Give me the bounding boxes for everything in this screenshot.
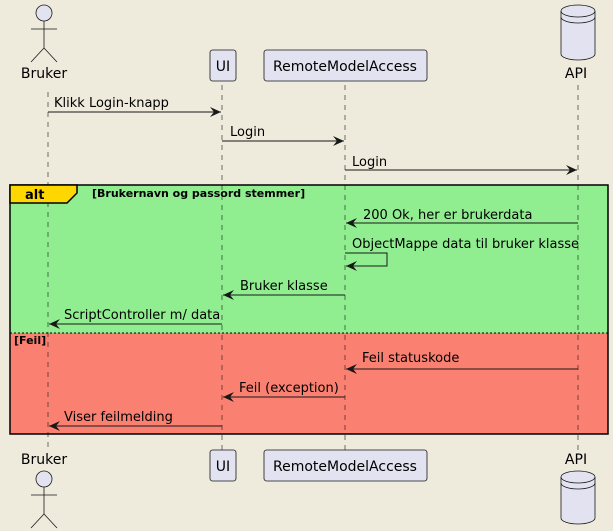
participant-api-top: API: [560, 4, 596, 82]
message-label: Feil (exception): [239, 381, 339, 396]
message-label: Login: [230, 125, 265, 140]
self-message-arrow: [345, 252, 388, 271]
participant-remote-top: RemoteModelAccess: [263, 49, 428, 82]
participant-box-ui-bottom: [209, 449, 237, 482]
database-icon: [560, 477, 596, 525]
participant-label-remote-bottom: RemoteModelAccess: [273, 459, 417, 475]
message-label: 200 Ok, her er brukerdata: [363, 208, 532, 223]
message-label: Feil statuskode: [362, 351, 459, 366]
alt-frame: [9, 184, 609, 435]
alt-error-region: [10, 333, 608, 434]
participant-bruker-top: Bruker: [21, 4, 67, 82]
alt-keyword: alt: [25, 188, 44, 203]
message-label: Viser feilmelding: [64, 410, 173, 425]
participant-label-bruker-bottom: Bruker: [21, 452, 67, 468]
alt-success-region: [10, 185, 608, 333]
actor-head: [35, 470, 53, 488]
message-label: Bruker klasse: [240, 279, 328, 294]
participant-box-remote-bottom: [263, 449, 428, 482]
participant-bruker-bottom: Bruker: [21, 452, 67, 529]
message-label: Klikk Login-knapp: [54, 96, 169, 111]
participant-label-ui-bottom: UI: [216, 459, 230, 475]
alt-tab: [9, 184, 78, 204]
participant-ui-bottom: UI: [209, 449, 237, 482]
participant-ui-top: UI: [209, 49, 237, 82]
participant-label-bruker-top: Bruker: [21, 66, 67, 82]
database-icon: [560, 11, 596, 61]
message-label: ObjectMappe data til bruker klasse: [352, 237, 579, 252]
actor-icon: [30, 21, 58, 63]
participant-api-bottom: API: [560, 452, 596, 525]
alt-guard-2: [Feil]: [14, 334, 46, 347]
participant-box-remote-top: [263, 49, 428, 82]
alt-guard-1: [Brukernavn og passord stemmer]: [92, 187, 305, 200]
actor-head: [35, 4, 53, 22]
participant-remote-bottom: RemoteModelAccess: [263, 449, 428, 482]
participant-label-remote-top: RemoteModelAccess: [273, 59, 417, 75]
participant-label-api-bottom: API: [565, 452, 587, 468]
participant-label-ui-top: UI: [216, 59, 230, 75]
message-label: ScriptController m/ data: [64, 308, 220, 323]
participant-box-ui-top: [209, 49, 237, 82]
actor-icon: [30, 487, 58, 529]
message-label: Login: [352, 155, 387, 170]
participant-label-api-top: API: [565, 66, 587, 82]
